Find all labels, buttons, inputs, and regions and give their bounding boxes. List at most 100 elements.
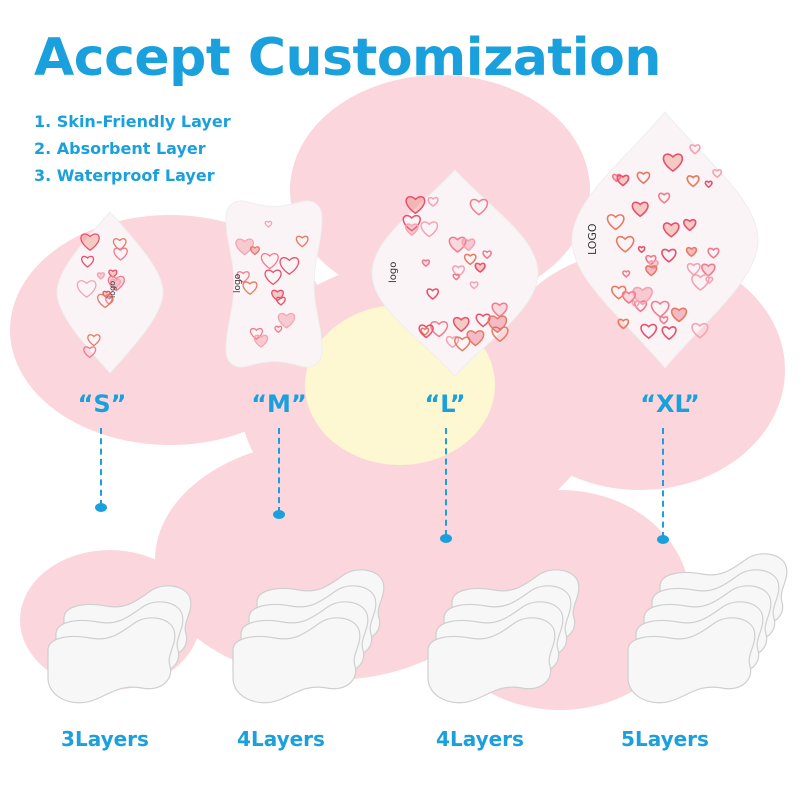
layer-stack-m [232, 569, 385, 704]
heart-icon [253, 334, 269, 348]
heart-icon [640, 323, 658, 340]
heart-icon [621, 290, 637, 305]
heart-icon [616, 174, 630, 187]
heart-pattern [76, 233, 128, 359]
size-label-s: “S” [77, 390, 127, 418]
heart-icon [295, 235, 309, 248]
heart-icon [659, 316, 669, 325]
heart-icon [76, 280, 97, 299]
heart-icon [491, 326, 509, 343]
liner-layer [232, 617, 361, 704]
heart-icon [105, 297, 114, 306]
heart-icon [402, 214, 421, 232]
heart-icon [670, 307, 688, 323]
heart-icon [606, 214, 625, 231]
heart-icon [264, 269, 282, 286]
heart-icon [645, 265, 658, 277]
connector-line [445, 428, 447, 536]
heart-icon [491, 302, 508, 318]
heart-icon [701, 263, 716, 277]
heart-icon [260, 252, 279, 270]
heart-icon [645, 254, 657, 266]
heart-icon [427, 196, 439, 208]
size-label-l: “L” [424, 390, 466, 418]
heart-icon [704, 180, 713, 189]
heart-icon [454, 336, 471, 352]
heart-icon [686, 175, 700, 188]
heart-icon [445, 335, 460, 349]
heart-icon [469, 281, 479, 290]
pad-s: logo [56, 211, 164, 374]
connector-dot [657, 535, 669, 544]
heart-icon [689, 144, 701, 155]
heart-icon [636, 171, 651, 185]
liner-layer [47, 617, 176, 704]
heart-icon [685, 246, 698, 258]
heart-icon [279, 257, 300, 275]
connector-dot [95, 503, 107, 512]
layer-count-s: 3Layers [61, 727, 149, 751]
heart-icon [475, 313, 491, 328]
heart-icon [615, 235, 635, 253]
heart-icon [405, 195, 426, 215]
heart-icon [617, 318, 630, 330]
liner-layer [627, 617, 756, 704]
heart-icon [108, 269, 118, 278]
pad-logo: logo [233, 273, 243, 293]
heart-icon [80, 233, 100, 252]
pad-logo: logo [108, 281, 117, 298]
heart-icon [631, 300, 640, 308]
heart-icon [81, 255, 95, 268]
connector-dot [440, 534, 452, 543]
heart-icon [482, 250, 492, 260]
heart-icon [466, 330, 485, 347]
heart-icon [426, 288, 440, 300]
liner-layer [427, 617, 556, 704]
heart-icon [236, 271, 250, 284]
heart-icon [661, 326, 677, 341]
feature-item: 1. Skin-Friendly Layer [34, 112, 231, 131]
heart-icon [463, 253, 477, 266]
layer-count-l: 4Layers [436, 727, 524, 751]
heart-icon [235, 238, 254, 256]
heart-icon [631, 201, 649, 218]
heart-icon [461, 238, 476, 252]
heart-icon [249, 327, 264, 340]
layer-stack-xl [627, 553, 788, 704]
heart-pattern [402, 195, 509, 352]
connector-dot [273, 510, 285, 519]
feature-list: 1. Skin-Friendly Layer 2. Absorbent Laye… [34, 108, 231, 189]
heart-icon [661, 248, 677, 263]
heart-icon [632, 286, 653, 306]
pad-m: logo [225, 200, 323, 368]
pad-logo: LOGO [586, 223, 599, 255]
heart-icon [683, 218, 697, 232]
heart-icon [113, 247, 128, 261]
connector-line [278, 428, 280, 513]
heart-icon [242, 281, 258, 296]
heart-pattern [235, 220, 309, 348]
heart-icon [662, 222, 680, 238]
heart-icon [112, 238, 127, 251]
heart-icon [421, 259, 431, 268]
heart-icon [249, 246, 260, 256]
layer-count-xl: 5Layers [621, 727, 709, 751]
heart-icon [274, 325, 283, 334]
heart-icon [110, 278, 121, 289]
heart-icon [662, 153, 684, 173]
heart-icon [107, 275, 125, 292]
heart-icon [452, 316, 470, 333]
feature-item: 2. Absorbent Layer [34, 139, 206, 158]
pad-l: logo [371, 169, 539, 377]
heart-icon [686, 262, 701, 276]
heart-icon [430, 321, 449, 338]
pad-xl: LOGO [571, 111, 759, 369]
pad-logo: logo [388, 262, 399, 283]
heart-icon [418, 324, 434, 339]
heart-icon [658, 192, 671, 204]
heart-icon [637, 246, 646, 254]
size-label-m: “M” [251, 390, 307, 418]
heart-icon [452, 265, 465, 278]
layer-stack-l [427, 569, 580, 704]
heart-icon [650, 300, 670, 318]
